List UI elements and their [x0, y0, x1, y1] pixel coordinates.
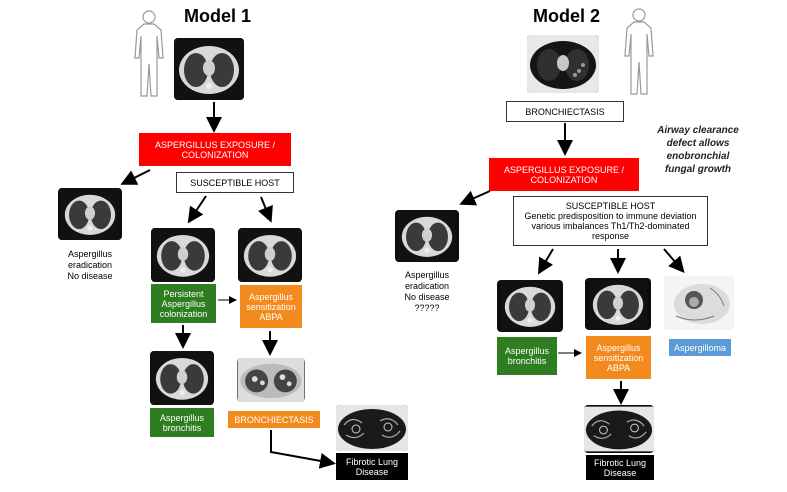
arrow-icon: [270, 430, 336, 469]
ct-scan-image: [527, 35, 599, 93]
model2-title: Model 2: [533, 6, 601, 26]
m2-eradication-label: Aspergillus eradication No disease ?????: [404, 270, 450, 313]
arrow-icon: [663, 248, 685, 274]
m2-aspergilloma-box: Aspergilloma: [669, 339, 731, 356]
ct-scan-image: [664, 276, 734, 330]
ct-scan-image: [584, 405, 654, 453]
ct-scan-image: [336, 405, 408, 451]
m1-fibrotic-box: Fibrotic Lung Disease: [336, 453, 408, 480]
ct-scan-image: [150, 351, 214, 405]
ct-scan-image: [151, 228, 215, 282]
ct-scan-image: [497, 280, 563, 332]
arrow-icon: [258, 196, 273, 223]
m2-susceptible-host-box: SUSCEPTIBLE HOST Genetic predisposition …: [513, 196, 708, 246]
ct-scan-image: [58, 188, 122, 240]
m2-host-title: SUSCEPTIBLE HOST: [565, 201, 656, 211]
m2-sensitization-box: Aspergillus sensitization ABPA: [586, 336, 651, 379]
m1-exposure-box: ASPERGILLUS EXPOSURE / COLONIZATION: [139, 133, 291, 166]
human-silhouette-icon: [134, 10, 164, 97]
m1-persistent-colonization-box: Persistent Aspergillus colonization: [151, 284, 216, 323]
m1-eradication-label: Aspergillus eradication No disease: [67, 249, 113, 281]
m2-bronchitis-box: Aspergillus bronchitis: [497, 337, 557, 375]
ct-scan-image: [238, 228, 302, 282]
arrow-icon: [120, 169, 151, 185]
m2-bronchiectasis-box: BRONCHIECTASIS: [506, 101, 624, 122]
arrow-icon: [537, 248, 554, 275]
ct-scan-image: [237, 358, 305, 402]
m1-sensitization-box: Aspergillus sensitization ABPA: [240, 285, 302, 328]
m2-exposure-box: ASPERGILLUS EXPOSURE / COLONIZATION: [489, 158, 639, 191]
arrow-icon: [459, 190, 491, 206]
model1-title: Model 1: [184, 6, 252, 26]
m1-bronchitis-box: Aspergillus bronchitis: [150, 408, 214, 437]
m1-susceptible-host-box: SUSCEPTIBLE HOST: [176, 172, 294, 193]
arrow-icon: [187, 195, 207, 224]
human-silhouette-icon: [624, 8, 654, 95]
m2-host-body: Genetic predisposition to immune deviati…: [524, 211, 697, 241]
ct-scan-image: [174, 38, 244, 100]
m2-fibrotic-box: Fibrotic Lung Disease: [586, 455, 654, 480]
ct-scan-image: [585, 278, 651, 330]
m1-bronchiectasis-box: BRONCHIECTASIS: [228, 411, 320, 428]
ct-scan-image: [395, 210, 459, 262]
m2-airway-note: Airway clearance defect allows enobronch…: [657, 125, 739, 175]
